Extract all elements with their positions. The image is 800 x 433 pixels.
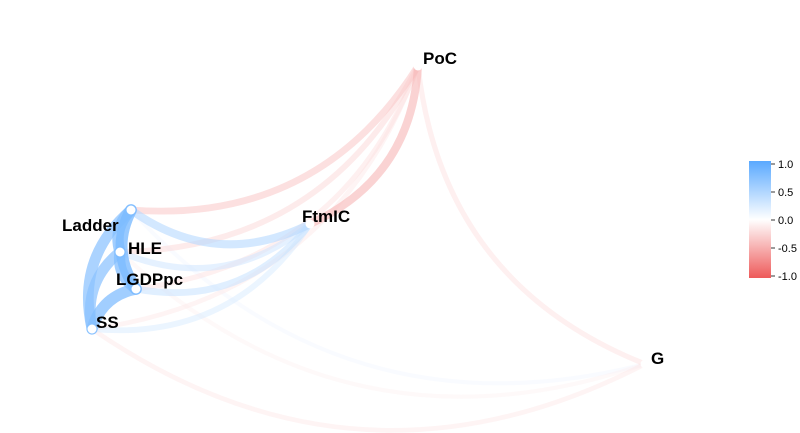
legend-colorbar [749,161,771,278]
edge-SS-G [89,326,648,433]
node-PoC [413,61,423,71]
node-Ladder [126,205,136,215]
edge-Ladder-PoC [127,62,422,215]
edge-layer [83,62,648,433]
node-label-PoC: PoC [423,49,457,68]
label-layer: PoC FtmIC G Ladder HLE LGDPpc SS [62,49,664,368]
legend-tick-label: 1.0 [778,159,793,171]
edge-LGDPpc-FtmIC [132,220,314,297]
node-HLE [115,247,125,257]
edge-HLE-FtmIC [116,220,314,272]
node-label-G: G [651,349,664,368]
edge-PoC-G [415,63,648,367]
node-label-HLE: HLE [128,239,162,258]
node-LGDPpc [131,284,141,294]
node-label-Ladder: Ladder [62,216,119,235]
node-label-SS: SS [96,313,119,332]
node-label-LGDPpc: LGDPpc [116,270,183,289]
legend-tick-label: 0.5 [778,187,793,199]
legend-tick-label: -1.0 [778,271,797,283]
node-label-FtmIC: FtmIC [302,207,350,226]
legend-tick-label: 0.0 [778,215,793,227]
edge-SS-FtmIC [89,221,313,334]
node-G [640,359,650,369]
edge-Ladder-FtmIC [127,206,314,249]
color-legend: 1.0 0.5 0.0 -0.5 -1.0 [749,159,797,283]
node-layer [87,61,650,369]
edge-HLE-PoC [117,63,421,255]
edge-FtmIC-PoC [306,62,422,228]
node-SS [87,324,97,334]
node-FtmIC [305,219,315,229]
legend-tick-label: -0.5 [778,243,797,255]
edge-HLE-G [117,249,648,399]
